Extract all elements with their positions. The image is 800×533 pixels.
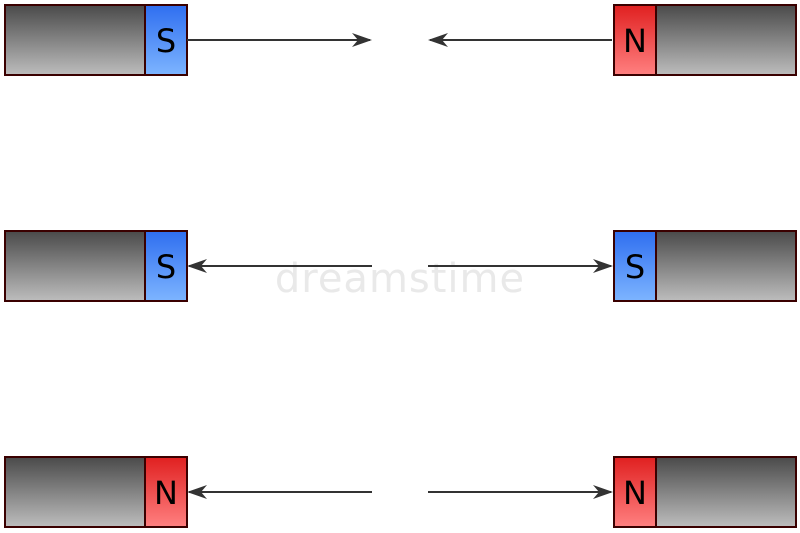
left-magnet-pole (144, 230, 188, 302)
right-pole-label: N (623, 22, 647, 60)
left-magnet-body (4, 456, 146, 528)
left-magnet-pole (144, 4, 188, 76)
right-pole-label: N (623, 474, 647, 512)
left-magnet-body (4, 230, 146, 302)
left-pole-label: S (156, 22, 176, 60)
left-magnet-body (4, 4, 146, 76)
right-magnet-body (655, 230, 797, 302)
left-magnet-pole (144, 456, 188, 528)
right-magnet-body (655, 456, 797, 528)
left-pole-label: N (154, 474, 178, 512)
right-magnet-body (655, 4, 797, 76)
right-pole-label: S (625, 248, 645, 286)
watermark: dreamstime (275, 256, 525, 302)
left-pole-label: S (156, 248, 176, 286)
right-magnet-pole (613, 4, 657, 76)
